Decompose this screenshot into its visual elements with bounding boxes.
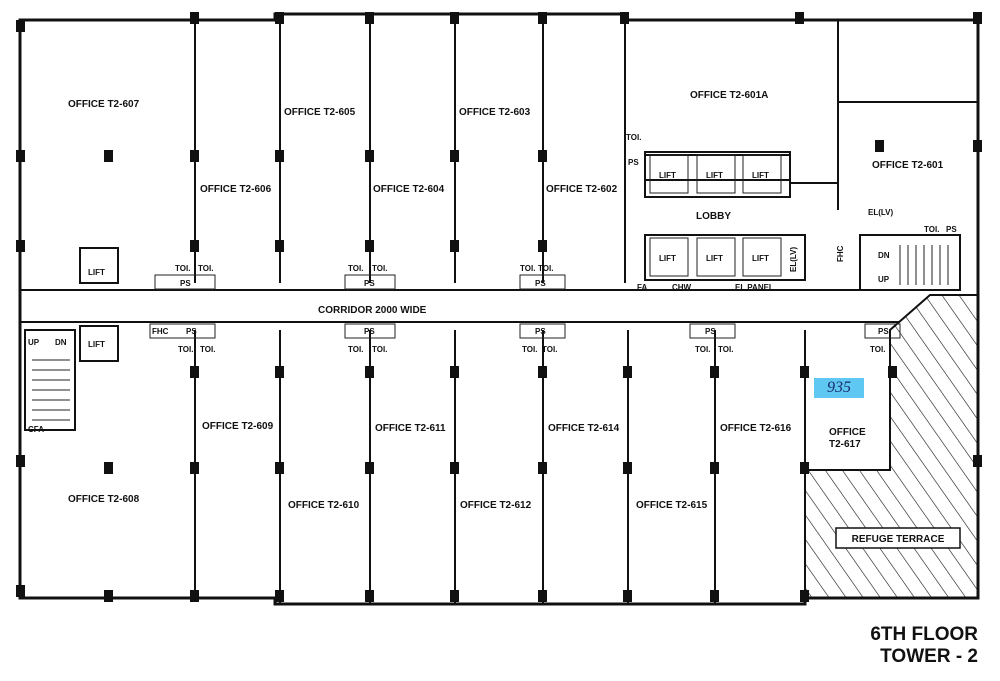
svg-text:TOI.: TOI. [520, 264, 535, 273]
office-t2-601a-label: OFFICE T2-601A [690, 90, 768, 101]
svg-text:TOI.: TOI. [870, 345, 885, 354]
svg-text:UP: UP [28, 338, 40, 347]
handwritten-area-note: 935 [814, 378, 864, 398]
office-t2-617-number: T2-617 [829, 439, 861, 450]
lobby-label: LOBBY [696, 211, 731, 222]
svg-text:TOI.: TOI. [718, 345, 733, 354]
svg-text:PS: PS [186, 327, 197, 336]
lift-core [24, 151, 961, 431]
refuge-terrace-area [804, 294, 979, 599]
office-t2-616-label: OFFICE T2-616 [720, 423, 792, 434]
svg-text:TOI.: TOI. [522, 345, 537, 354]
office-t2-610-label: OFFICE T2-610 [288, 500, 360, 511]
svg-text:TOI.: TOI. [372, 345, 387, 354]
office-t2-609-label: OFFICE T2-609 [202, 421, 274, 432]
office-t2-601-label: OFFICE T2-601 [872, 160, 944, 171]
svg-text:TOI.: TOI. [538, 264, 553, 273]
office-t2-617-label: OFFICE [829, 427, 866, 438]
office-t2-615-label: OFFICE T2-615 [636, 500, 708, 511]
svg-text:TOI.: TOI. [198, 264, 213, 273]
office-t2-602-label: OFFICE T2-602 [546, 184, 618, 195]
svg-text:TOI.: TOI. [695, 345, 710, 354]
office-t2-607-label: OFFICE T2-607 [68, 99, 140, 110]
svg-text:TOI.: TOI. [348, 345, 363, 354]
svg-text:TOI.: TOI. [626, 133, 641, 142]
tower-title: TOWER - 2 [880, 646, 978, 667]
svg-text:PS: PS [878, 327, 889, 336]
svg-text:PS: PS [364, 279, 375, 288]
svg-text:LIFT: LIFT [706, 171, 723, 180]
office-t2-606-label: OFFICE T2-606 [200, 184, 272, 195]
svg-text:LIFT: LIFT [88, 340, 105, 349]
office-t2-604-label: OFFICE T2-604 [373, 184, 445, 195]
svg-text:LIFT: LIFT [706, 254, 723, 263]
svg-text:FA: FA [637, 283, 647, 292]
svg-text:TOI.: TOI. [200, 345, 215, 354]
svg-text:PS: PS [535, 279, 546, 288]
corridor-label: CORRIDOR 2000 WIDE [318, 305, 427, 316]
svg-text:TOI.: TOI. [175, 264, 190, 273]
svg-text:PS: PS [705, 327, 716, 336]
svg-text:TOI.: TOI. [178, 345, 193, 354]
office-t2-605-label: OFFICE T2-605 [284, 107, 356, 118]
svg-text:FHC: FHC [152, 327, 169, 336]
svg-text:DN: DN [55, 338, 67, 347]
svg-text:LIFT: LIFT [752, 171, 769, 180]
svg-text:LIFT: LIFT [88, 268, 105, 277]
svg-text:TOI.: TOI. [542, 345, 557, 354]
svg-text:PS: PS [535, 327, 546, 336]
structural-columns [16, 12, 982, 602]
svg-text:EL(LV): EL(LV) [789, 246, 798, 272]
svg-text:FHC: FHC [836, 245, 845, 262]
svg-text:TOI.: TOI. [924, 225, 939, 234]
svg-text:LIFT: LIFT [752, 254, 769, 263]
svg-text:PS: PS [946, 225, 957, 234]
room-labels: OFFICE T2-607 OFFICE T2-606 OFFICE T2-60… [68, 90, 944, 511]
refuge-terrace-label: REFUGE TERRACE [852, 534, 945, 545]
svg-text:EL(LV): EL(LV) [868, 208, 894, 217]
svg-text:CFA: CFA [28, 425, 44, 434]
svg-text:EL PANEL: EL PANEL [735, 283, 774, 292]
office-t2-614-label: OFFICE T2-614 [548, 423, 620, 434]
office-t2-603-label: OFFICE T2-603 [459, 107, 531, 118]
svg-text:DN: DN [878, 251, 890, 260]
floor-title: 6TH FLOOR [870, 624, 978, 645]
service-labels: LIFT LIFT LIFT LIFT LIFT LIFT LIFT LIFT … [28, 133, 957, 434]
svg-text:LIFT: LIFT [659, 254, 676, 263]
office-t2-608-label: OFFICE T2-608 [68, 494, 140, 505]
stairs [32, 245, 949, 421]
svg-text:PS: PS [628, 158, 639, 167]
office-t2-611-label: OFFICE T2-611 [375, 423, 446, 434]
svg-text:TOI.: TOI. [372, 264, 387, 273]
svg-text:PS: PS [364, 327, 375, 336]
svg-text:TOI.: TOI. [348, 264, 363, 273]
office-t2-612-label: OFFICE T2-612 [460, 500, 532, 511]
svg-text:LIFT: LIFT [659, 171, 676, 180]
svg-text:CHW: CHW [672, 283, 692, 292]
svg-text:PS: PS [180, 279, 191, 288]
svg-text:UP: UP [878, 275, 890, 284]
